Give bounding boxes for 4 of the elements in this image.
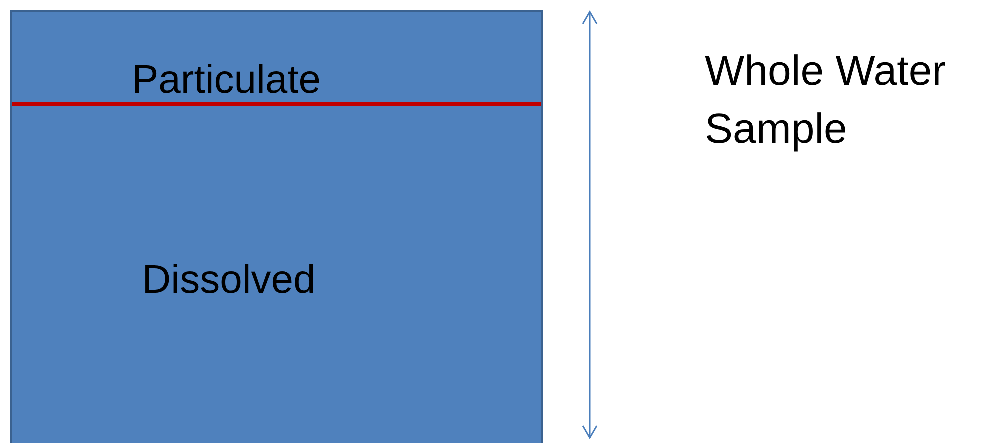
dimension-label: Whole Water Sample	[705, 46, 948, 154]
sample-container	[10, 10, 543, 443]
band-label: Particulate	[132, 60, 321, 100]
band-label: Dissolved	[142, 260, 316, 304]
